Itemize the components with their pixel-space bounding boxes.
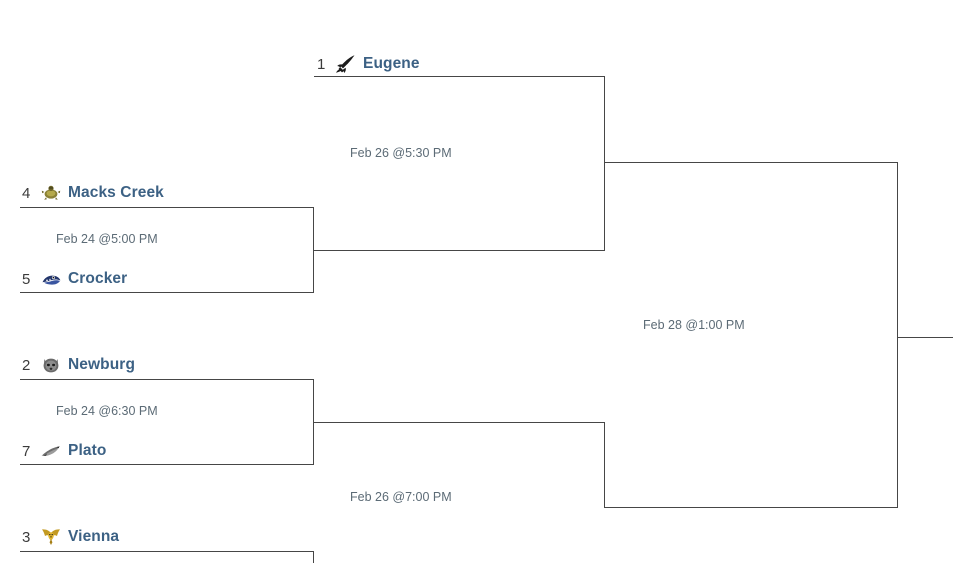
match-time-label: Feb 24 @6:30 PM xyxy=(56,404,158,418)
match-time-label: Feb 26 @5:30 PM xyxy=(350,146,452,160)
team-seed: 2 xyxy=(22,356,31,374)
team-name: Newburg xyxy=(68,356,136,373)
team-name: Vienna xyxy=(68,528,120,545)
team-seed: 4 xyxy=(22,184,31,202)
bracket-connector-bottom xyxy=(20,464,314,465)
bracket-connector-bottom xyxy=(314,250,605,251)
team-name: Eugene xyxy=(363,55,420,72)
bracket-connector-top xyxy=(20,551,314,552)
team-name: Crocker xyxy=(68,270,128,287)
bracket-connector-right xyxy=(604,76,605,251)
bracket-connector-top xyxy=(20,207,314,208)
match-time-label: Feb 28 @1:00 PM xyxy=(643,318,745,332)
eagle-side-icon xyxy=(40,441,62,461)
match-time-label: Feb 26 @7:00 PM xyxy=(350,490,452,504)
bracket-team-entry[interactable]: 3 Vienna xyxy=(22,526,119,548)
bracket-connector-advance xyxy=(897,337,953,338)
bracket-connector-top xyxy=(20,379,314,380)
bracket-connector-right xyxy=(313,379,314,465)
team-name: Macks Creek xyxy=(68,184,164,201)
bracket-connector-right xyxy=(897,162,898,508)
bracket-connector-right xyxy=(313,207,314,293)
bracket-connector-bottom xyxy=(604,507,898,508)
bracket-connector-top xyxy=(314,76,605,77)
wolf-head-icon xyxy=(40,355,62,375)
bracket-connector-top xyxy=(314,422,605,423)
bracket-team-entry[interactable]: 1 Eugene xyxy=(317,53,420,75)
bracket-team-entry[interactable]: 4 Macks Creek xyxy=(22,182,164,204)
turtle-icon xyxy=(40,183,62,203)
bracket-team-entry[interactable]: 2 Newburg xyxy=(22,354,135,376)
bracket-team-entry[interactable]: 5 Crocker xyxy=(22,268,127,290)
bracket-connector-right xyxy=(604,422,605,508)
team-seed: 5 xyxy=(22,270,31,288)
team-name: Plato xyxy=(68,442,107,459)
golden-eagle-icon xyxy=(40,527,62,547)
bracket-team-entry[interactable]: 7 Plato xyxy=(22,440,106,462)
crocodile-icon xyxy=(40,269,62,289)
team-seed: 3 xyxy=(22,528,31,546)
team-seed: 1 xyxy=(317,55,326,73)
bracket-connector-bottom xyxy=(20,292,314,293)
bracket-connector-right xyxy=(313,551,314,563)
match-time-label: Feb 24 @5:00 PM xyxy=(56,232,158,246)
rocket-icon xyxy=(335,54,357,74)
team-seed: 7 xyxy=(22,442,31,460)
bracket-connector-top xyxy=(604,162,898,163)
